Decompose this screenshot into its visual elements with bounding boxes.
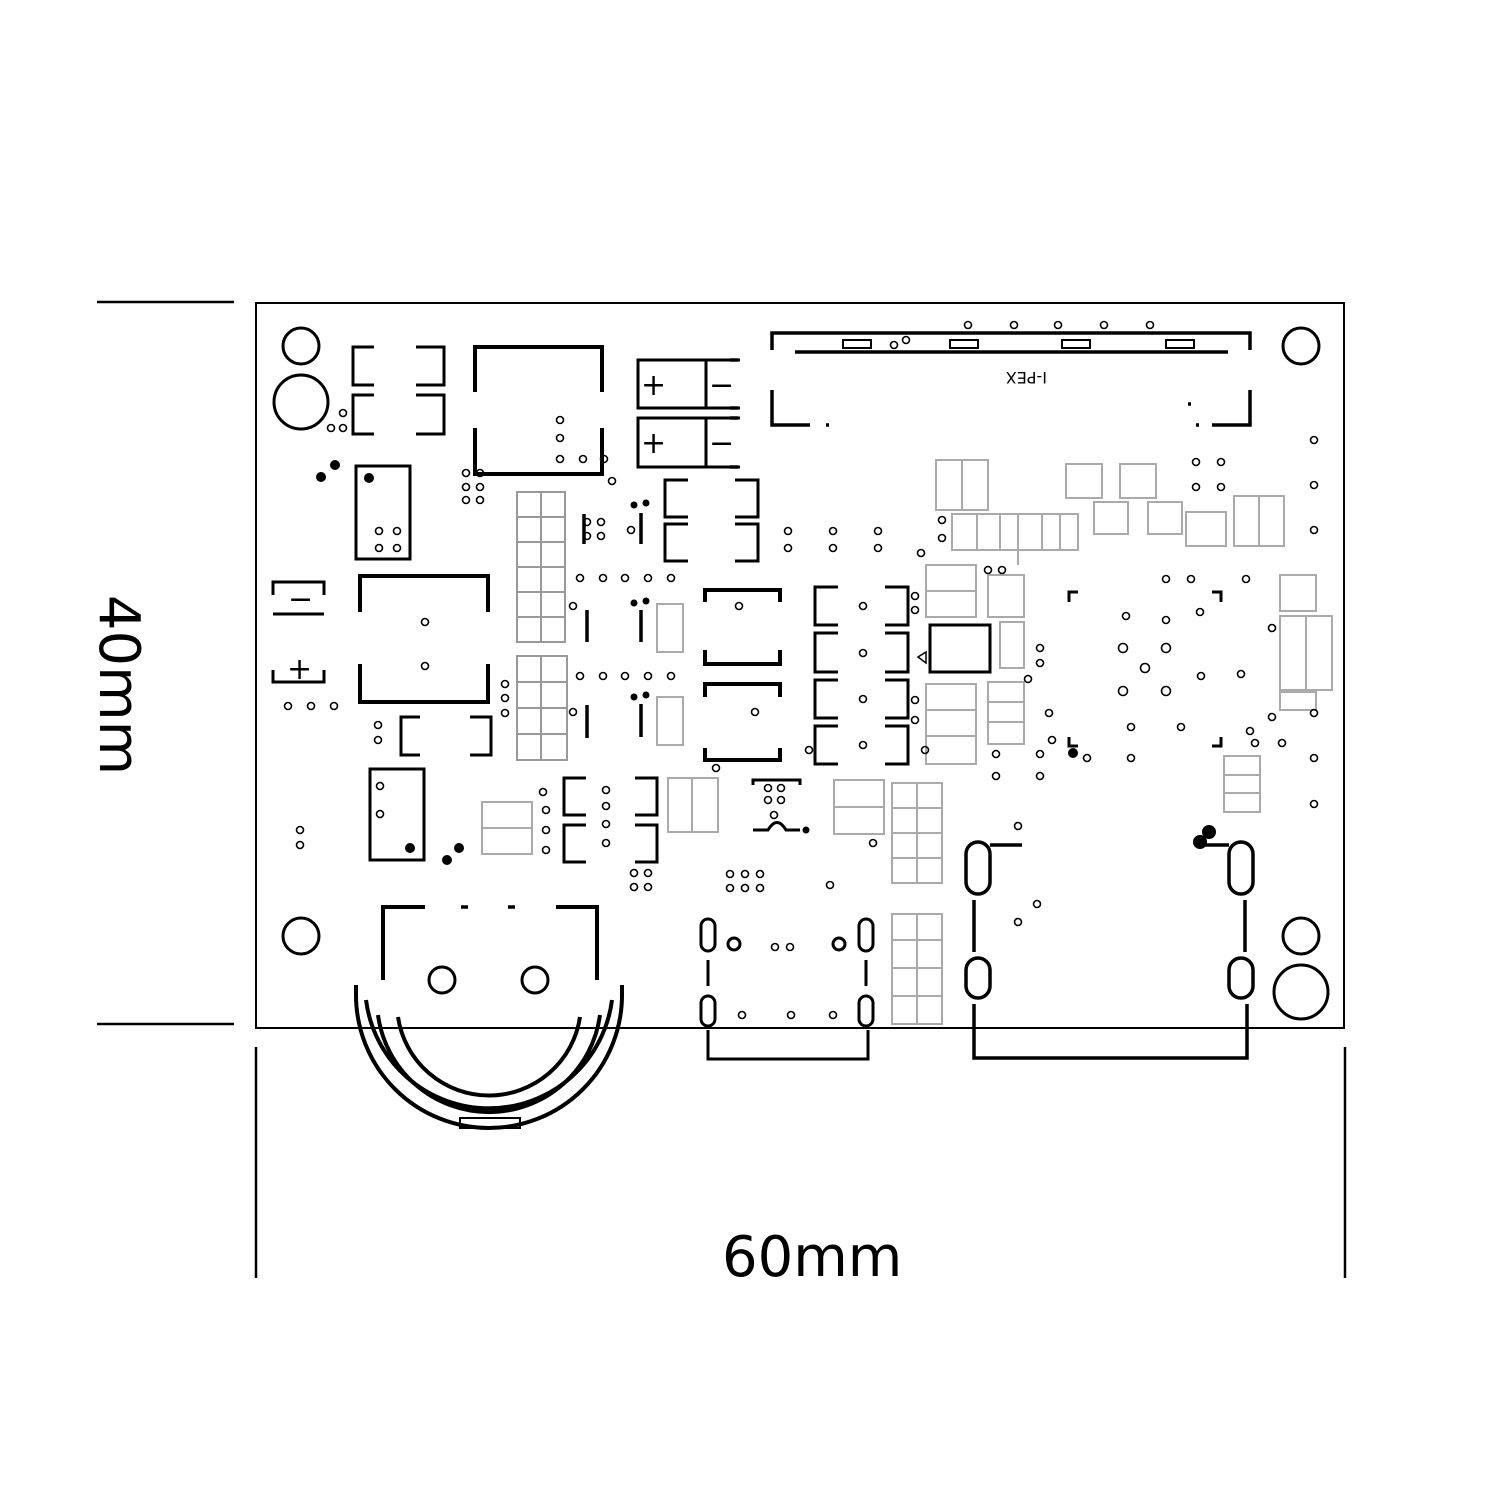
main-chip: [928, 623, 992, 674]
inductor-pair: [351, 345, 446, 436]
large-connector: [964, 840, 1255, 1060]
height-dimension-label: 40mm: [86, 594, 151, 776]
power-inductor-top: [473, 345, 604, 476]
capacitor-stack-center: [813, 585, 910, 766]
polarity-minus-1: −: [709, 368, 734, 403]
crystal-outline: [751, 778, 802, 832]
filled-dots: [316, 460, 1216, 865]
width-dimension-label: 60mm: [722, 1225, 903, 1290]
tantalum-capacitor-left: [271, 580, 326, 684]
usb-connector: [699, 917, 875, 1061]
polarity-plus-3: +: [287, 652, 312, 687]
battery-holder: [354, 905, 624, 1130]
board-outline: [255, 302, 1345, 1029]
component-bars: [461, 358, 1199, 909]
polarity-plus-1: +: [641, 368, 666, 403]
polarity-plus-2: +: [641, 426, 666, 461]
polarity-marks: + − + − − +: [287, 368, 734, 687]
small-inductor: [399, 715, 493, 757]
power-inductor-middle: [358, 574, 490, 704]
tantalum-capacitors: [636, 358, 740, 469]
ipex-pads: [842, 339, 1195, 349]
ipex-connector-outline: [770, 331, 1252, 427]
battery-contacts: [427, 965, 550, 995]
soc-corner-marks: [1067, 590, 1223, 748]
polarity-minus-3: −: [288, 582, 313, 617]
capacitor-pair-middle: [663, 478, 760, 563]
ic-sot-bottom: [368, 767, 426, 862]
vias: [283, 320, 1319, 1020]
passive-groups-grey: [481, 459, 1333, 1025]
ipex-label: I-PEX: [1006, 368, 1047, 387]
capacitor-pair-bottom: [562, 776, 659, 864]
ic-sot-top: [354, 464, 412, 561]
power-inductor-center: [703, 588, 782, 762]
mounting-holes: [272, 326, 1330, 1021]
passive-column-left: [516, 491, 568, 761]
pin1-marker: [916, 650, 927, 665]
polarity-minus-2: −: [709, 426, 734, 461]
